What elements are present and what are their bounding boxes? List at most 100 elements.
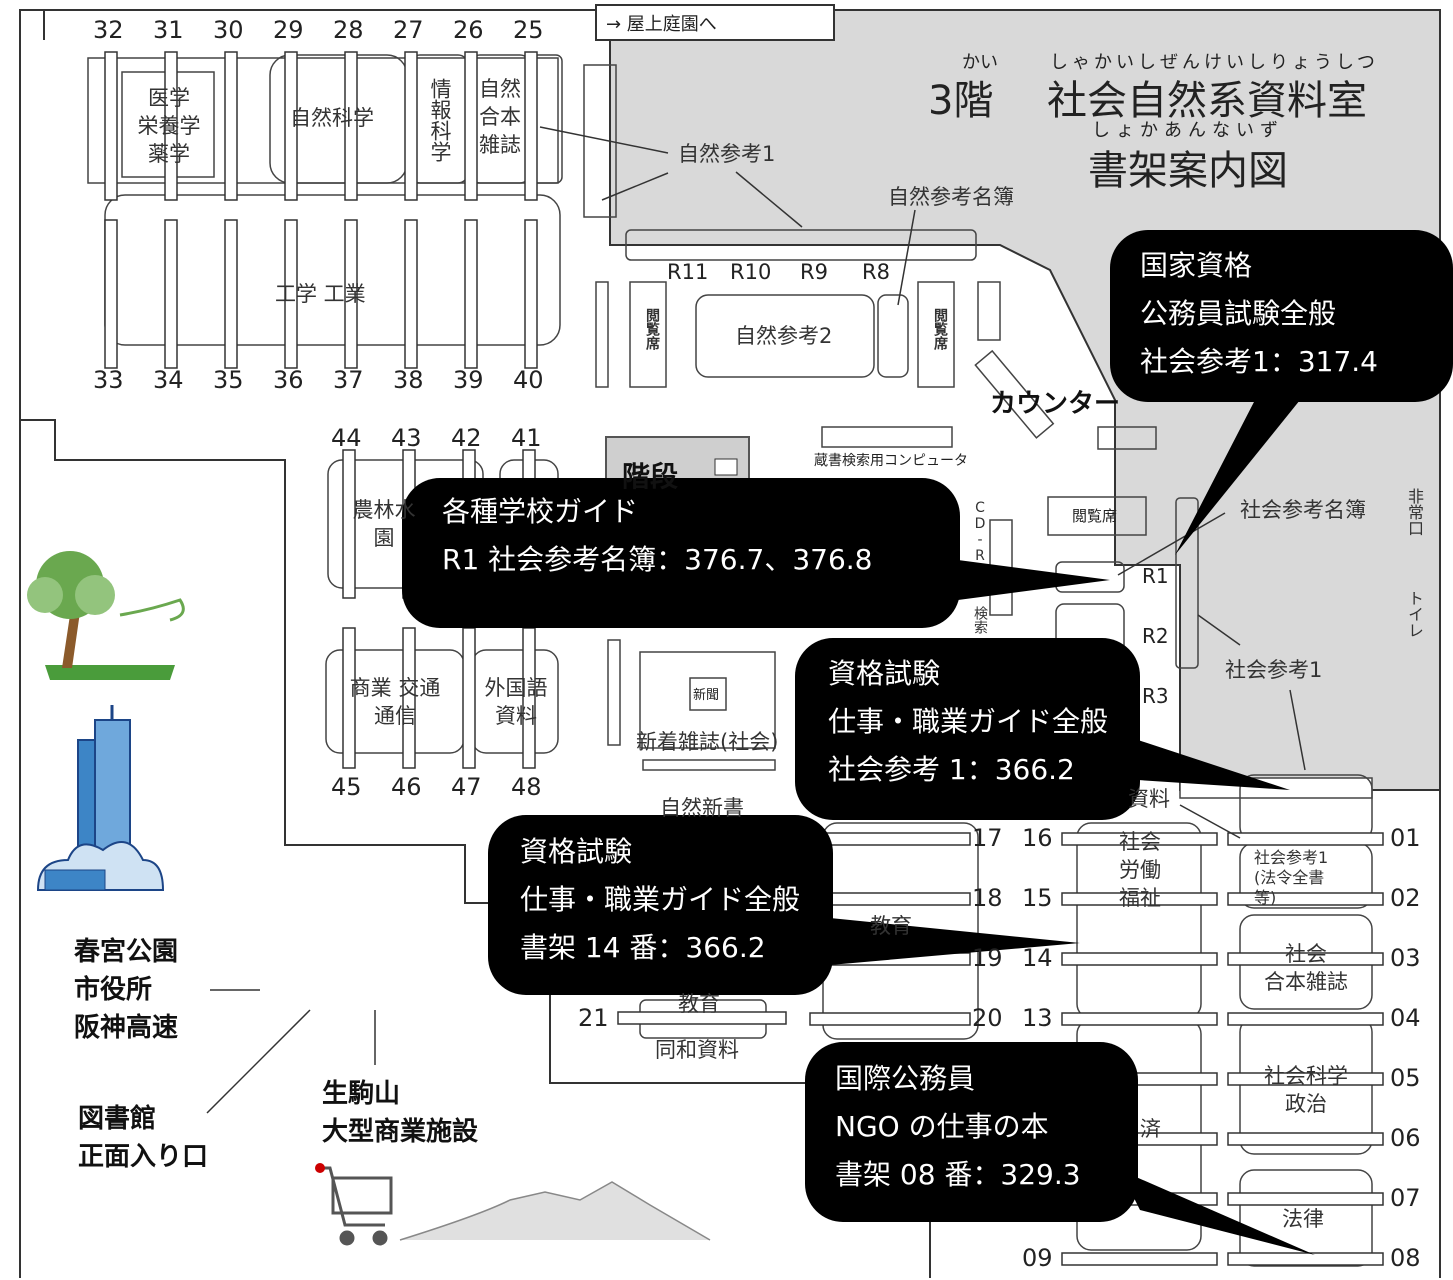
callout-line: 書架 14 番：366.2: [520, 931, 766, 964]
shelf-bar: [1227, 1072, 1384, 1086]
shelf-number-43: 43: [391, 424, 422, 452]
callout-line: 書架 08 番：329.3: [835, 1158, 1081, 1191]
section-social-bound[interactable]: 社会 合本雑誌: [1264, 942, 1348, 994]
shelf-bar: [342, 449, 356, 599]
shelf-bar: [1227, 892, 1384, 906]
shelf-number-03: 03: [1390, 944, 1421, 972]
shelf-bar: [617, 1011, 787, 1025]
shelf-number-46: 46: [391, 773, 422, 801]
section-education-upper[interactable]: 教育: [870, 914, 912, 938]
mountain-icon: [399, 1181, 711, 1241]
shelf-number-30: 30: [213, 16, 244, 44]
callout-line: 公務員試験全般: [1140, 297, 1337, 330]
shelf-bar: [1061, 952, 1218, 966]
shelf-bar: [464, 219, 478, 369]
shelf-number-08: 08: [1390, 1244, 1421, 1272]
reading-seat-right: 閲覧席: [932, 308, 948, 350]
emergency-exit-label: 非常口: [1405, 488, 1424, 536]
shelf-bar: [1227, 1132, 1384, 1146]
section-social-labor[interactable]: 社会 労働 福祉: [1119, 830, 1161, 910]
shelf-bar: [1227, 1192, 1384, 1206]
section-social-science[interactable]: 社会科学 政治: [1264, 1064, 1348, 1116]
section-commerce[interactable]: 商業 交通 通信: [349, 676, 441, 728]
shelf-bar: [1061, 1012, 1218, 1026]
toilet-label: トイレ: [1405, 590, 1424, 638]
section-social-ref1-law[interactable]: 社会参考1 (法令全書 等): [1254, 848, 1329, 907]
r11-label: R11: [667, 260, 709, 284]
shelf-number-34: 34: [153, 366, 184, 394]
shelf-bar: [284, 51, 298, 201]
shelf-number-42: 42: [451, 424, 482, 452]
natural-paperback-label[interactable]: 自然新書: [660, 796, 744, 820]
callout-qualification-ref: 資格試験 仕事・職業ガイド全般 社会参考 1：366.2: [828, 650, 1108, 794]
shelf-number-27: 27: [393, 16, 424, 44]
rooftop-link[interactable]: → 屋上庭園へ: [606, 14, 717, 35]
shelf-number-32: 32: [93, 16, 124, 44]
shelf-number-36: 36: [273, 366, 304, 394]
shelf-number-09: 09: [1022, 1244, 1053, 1272]
shelf-bar: [402, 627, 416, 769]
callout-line: 資格試験: [520, 835, 633, 868]
shelf-bar: [344, 219, 358, 369]
section-info-science[interactable]: 情報科学: [428, 78, 452, 162]
shelf-number-14: 14: [1022, 944, 1053, 972]
shelf-bar: [524, 51, 538, 201]
shelf-number-04: 04: [1390, 1004, 1421, 1032]
section-foreign[interactable]: 外国語 資料: [484, 676, 548, 728]
shelf-number-35: 35: [213, 366, 244, 394]
shelf-number-02: 02: [1390, 884, 1421, 912]
guide-ruby: しょかあんないず: [1092, 120, 1284, 141]
natural-ref-dir-label: 自然参考名簿: [888, 185, 1014, 209]
search-label: 検索: [972, 606, 988, 634]
shelf-bar: [104, 219, 118, 369]
callout-line: 社会参考1：317.4: [1140, 345, 1378, 378]
shelf-bar: [1061, 892, 1218, 906]
section-dowa[interactable]: 同和資料: [655, 1038, 739, 1062]
shelf-bar: [1227, 832, 1384, 846]
section-natural-science[interactable]: 自然科学: [290, 106, 374, 130]
catalog-pc-label[interactable]: 蔵書検索用コンピュータ: [814, 453, 968, 469]
shelf-number-33: 33: [93, 366, 124, 394]
callout-line: 国家資格: [1140, 249, 1253, 282]
social-ref1-label: 社会参考1: [1225, 658, 1323, 682]
shelf-bar: [224, 51, 238, 201]
callout-civil-service: 国家資格 公務員試験全般 社会参考1：317.4: [1140, 242, 1378, 386]
section-economy[interactable]: 済: [1140, 1117, 1161, 1141]
shelf-number-37: 37: [333, 366, 364, 394]
section-agri[interactable]: 農林水 園: [352, 498, 416, 550]
shelf-bar: [164, 51, 178, 201]
callout-line: 仕事・職業ガイド全般: [520, 883, 801, 916]
shelf-bar: [462, 627, 476, 769]
shelf-number-16: 16: [1022, 824, 1053, 852]
shelf-bar: [1061, 1252, 1218, 1266]
shelf-bar: [404, 219, 418, 369]
building-icon: [36, 705, 165, 891]
callout-line: 社会参考 1：366.2: [828, 753, 1075, 786]
callout-line: 資格試験: [828, 657, 941, 690]
reading-seat-left: 閲覧席: [644, 308, 660, 350]
section-law[interactable]: 法律: [1282, 1207, 1324, 1231]
section-nature-bound[interactable]: 自然 合本 雑誌: [479, 77, 521, 157]
shelf-number-26: 26: [453, 16, 484, 44]
section-medical[interactable]: 医学 栄養学 薬学: [137, 86, 201, 166]
r8-label: R8: [862, 260, 890, 284]
shelf-bar: [1061, 832, 1218, 846]
shelf-number-40: 40: [513, 366, 544, 394]
shelf-number-06: 06: [1390, 1124, 1421, 1152]
shelf-number-45: 45: [331, 773, 362, 801]
shelf-number-19: 19: [972, 944, 1003, 972]
r9-label: R9: [800, 260, 828, 284]
shelf-bar: [1227, 1252, 1384, 1266]
shelf-number-29: 29: [273, 16, 304, 44]
section-engineering[interactable]: 工学 工業: [275, 282, 366, 306]
new-magazine-label[interactable]: 新着雑誌(社会): [636, 730, 779, 754]
social-ref-dir-label: 社会参考名簿: [1240, 498, 1366, 522]
callout-line: NGO の仕事の本: [835, 1110, 1049, 1143]
section-natural-ref2[interactable]: 自然参考2: [735, 324, 833, 348]
room-ruby: しゃかいしぜんけいしりょうしつ: [1050, 52, 1379, 73]
shelf-bar: [344, 51, 358, 201]
shelf-bar: [104, 51, 118, 201]
shelf-number-07: 07: [1390, 1184, 1421, 1212]
section-education[interactable]: 教育: [678, 992, 720, 1016]
shelf-number-44: 44: [331, 424, 362, 452]
